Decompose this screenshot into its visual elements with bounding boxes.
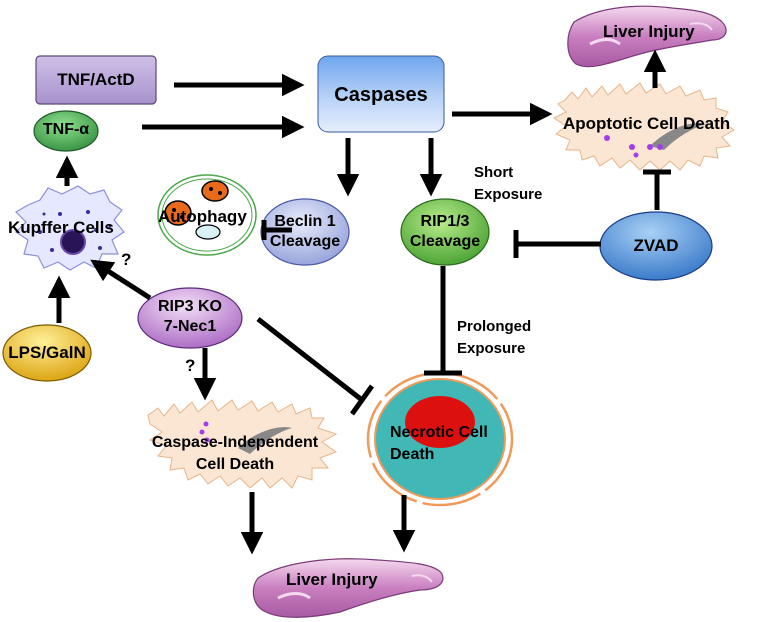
inhibit-rip3ko-necrotic	[256, 317, 375, 416]
tnf-actd-box	[35, 55, 157, 105]
necrotic-cell-icon	[366, 371, 514, 507]
caspase-independent-cell-icon	[147, 399, 338, 489]
zvad-label: ZVAD	[633, 236, 679, 255]
arrows	[47, 49, 667, 555]
rip13-label-line1: RIP1/3	[420, 213, 470, 230]
lps-galn-ellipse	[2, 324, 92, 382]
necrotic-label-line1: Necrotic Cell	[390, 424, 488, 441]
inhibitors	[256, 169, 671, 416]
short-exposure-label-line2: Exposure	[474, 186, 543, 203]
question-mark-caspase-independent: ?	[185, 356, 196, 375]
caspases-box	[317, 55, 445, 133]
liver-top-icon	[567, 5, 727, 68]
autophagy-cell-icon	[157, 174, 257, 256]
rip3ko-ellipse	[137, 287, 243, 349]
question-mark-kupffer: ?	[121, 250, 132, 269]
caspase-independent-label-line1: Caspase-Independent	[151, 434, 319, 451]
inhibit-zvad-rip13	[513, 230, 601, 258]
tnf-actd-label: TNF/ActD	[57, 70, 135, 89]
kupffer-cell-icon	[15, 185, 125, 271]
tnf-alpha-label: TNF-α	[42, 121, 90, 138]
necrotic-label-line2: Death	[390, 446, 435, 463]
prolonged-exposure-label-line2: Exposure	[457, 340, 526, 357]
prolonged-exposure-label-line1: Prolonged	[457, 318, 532, 335]
arrow-rip3ko-kupffer	[90, 259, 152, 301]
kupffer-cells-label: Kupffer Cells	[8, 218, 114, 237]
beclin1-label-line2: Cleavage	[269, 233, 341, 250]
autophagy-label: Autophagy	[158, 207, 247, 226]
short-exposure-label-line1: Short	[474, 164, 514, 181]
inhibit-zvad-apoptotic	[643, 169, 671, 210]
liver-injury-top-label: Liver Injury	[603, 22, 695, 41]
rip13-ellipse	[400, 198, 490, 266]
apoptotic-death-label: Apoptotic Cell Death	[563, 114, 731, 133]
apoptotic-cell-icon	[553, 82, 735, 171]
rip3ko-label-line1: RIP3 KO	[157, 298, 222, 315]
beclin1-label-line1: Beclin 1	[274, 213, 336, 230]
inhibit-rip13-necrotic	[424, 266, 462, 376]
liver-bottom-icon	[252, 558, 444, 618]
lps-galn-label: LPS/GalN	[8, 343, 86, 362]
tnf-alpha-ellipse	[33, 110, 99, 152]
caspase-independent-label-line2: Cell Death	[195, 456, 275, 473]
caspases-label: Caspases	[334, 84, 428, 106]
inhibit-beclin-autophagy	[261, 220, 292, 240]
rip3ko-label-line2: 7-Nec1	[163, 318, 217, 335]
liver-injury-bottom-label: Liver Injury	[286, 570, 378, 589]
beclin1-ellipse	[260, 198, 350, 266]
rip13-label-line2: Cleavage	[409, 233, 481, 250]
